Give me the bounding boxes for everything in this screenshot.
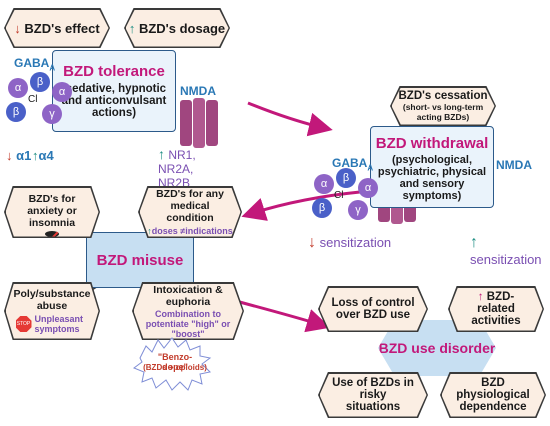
arrow-tolerance-to-withdrawal xyxy=(247,101,333,137)
cessation-sub: (short- vs long-term acting BZDs) xyxy=(402,102,484,122)
risky-hex: Use of BZDs in risky situations xyxy=(318,372,428,418)
physio-label: BZD physiological dependence xyxy=(456,377,530,413)
up-arrow-icon: ↑ xyxy=(470,234,478,251)
bzd-dosage-label: BZD's dosage xyxy=(138,20,226,36)
related-hex: ↑ BZD-related activities xyxy=(448,286,544,332)
up-arrow-icon: ↑ xyxy=(147,226,152,236)
up-arrow-icon: ↑ xyxy=(128,20,136,36)
down-arrow-icon: ↓ xyxy=(14,20,21,36)
cessation-hex: BZD's cessation (short- vs long-term act… xyxy=(390,86,496,126)
withdrawal-title: BZD withdrawal xyxy=(375,135,489,152)
poly-hex: Poly/substance abuse STOP Unpleasant sym… xyxy=(4,282,100,340)
nmda-label: NMDA xyxy=(496,158,532,172)
nr-subunits-indicator: ↑ NR1, NR2A, NR2B xyxy=(158,146,196,190)
gaba-a-label: GABAA xyxy=(14,56,56,73)
up-arrow-icon: ↑ xyxy=(32,148,39,163)
tolerance-desc: (sedative, hypnotic and anticonvulsant a… xyxy=(61,83,167,119)
withdrawal-desc: (psychological, psychiatric, physical an… xyxy=(377,154,487,202)
stop-icon: STOP xyxy=(15,316,32,332)
nmda-label: NMDA xyxy=(180,84,216,98)
no-pill-icon xyxy=(45,230,59,237)
sensitization-left: ↓ sensitization xyxy=(308,234,392,251)
alpha4-indicator: ↑α4 xyxy=(32,148,54,163)
gaba-receptor-icon: α β β α γ Cl xyxy=(6,72,78,134)
up-arrow-icon: ↑ xyxy=(477,291,484,303)
gaba-receptor-icon: α β β α γ Cl xyxy=(312,168,384,230)
loss-label: Loss of control over BZD use xyxy=(331,297,415,321)
related-label: BZD-related activities xyxy=(471,291,521,327)
tolerance-title: BZD tolerance xyxy=(63,63,165,80)
medical-hex: BZD's for any medical condition ↑doses ≠… xyxy=(138,186,242,238)
combination-label: Combination to potentiate "high" or "boo… xyxy=(145,308,231,339)
loss-hex: Loss of control over BZD use xyxy=(318,286,428,332)
bzd-effect-hex: ↓ BZD's effect xyxy=(4,8,110,48)
up-arrow-icon: ↑ xyxy=(158,146,165,162)
benzo-dope-label: "Benzo-dope" xyxy=(157,352,193,372)
anxiety-label: BZD's for anxiety or insomnia xyxy=(27,192,77,229)
benzo-dope-sub: (BZDs + opioids) xyxy=(143,363,207,372)
arrow-misuse-to-disorder xyxy=(231,298,331,333)
misuse-title: BZD misuse xyxy=(96,251,184,269)
doses-indications: ↑doses ≠indications xyxy=(147,226,233,236)
medical-label: BZD's for any medical condition xyxy=(156,188,224,224)
bzd-effect-label: BZD's effect xyxy=(24,20,100,36)
sensitization-right: ↑ sensitization xyxy=(470,234,542,267)
anxiety-hex: BZD's for anxiety or insomnia xyxy=(4,186,100,238)
intoxication-hex: Intoxication & euphoria Combination to p… xyxy=(132,282,244,340)
misuse-box: BZD misuse xyxy=(86,232,194,288)
risky-label: Use of BZDs in risky situations xyxy=(332,377,414,413)
disorder-title: BZD use disorder xyxy=(378,340,496,356)
withdrawal-box: BZD withdrawal (psychological, psychiatr… xyxy=(370,126,494,208)
down-arrow-icon: ↓ xyxy=(308,234,316,251)
poly-label: Poly/substance abuse xyxy=(13,288,91,312)
arrow-withdrawal-to-misuse xyxy=(241,190,361,221)
physio-hex: BZD physiological dependence xyxy=(440,372,546,418)
unpleasant-label: Unpleasant symptoms xyxy=(34,314,84,334)
cessation-title: BZD's cessation xyxy=(398,90,488,102)
gaba-a-label: GABAA xyxy=(332,156,374,173)
intox-label: Intoxication & euphoria xyxy=(153,283,223,308)
bzd-dosage-hex: ↑ BZD's dosage xyxy=(124,8,230,48)
alpha1-indicator: ↓ α1 xyxy=(6,148,32,163)
down-arrow-icon: ↓ xyxy=(6,148,13,163)
